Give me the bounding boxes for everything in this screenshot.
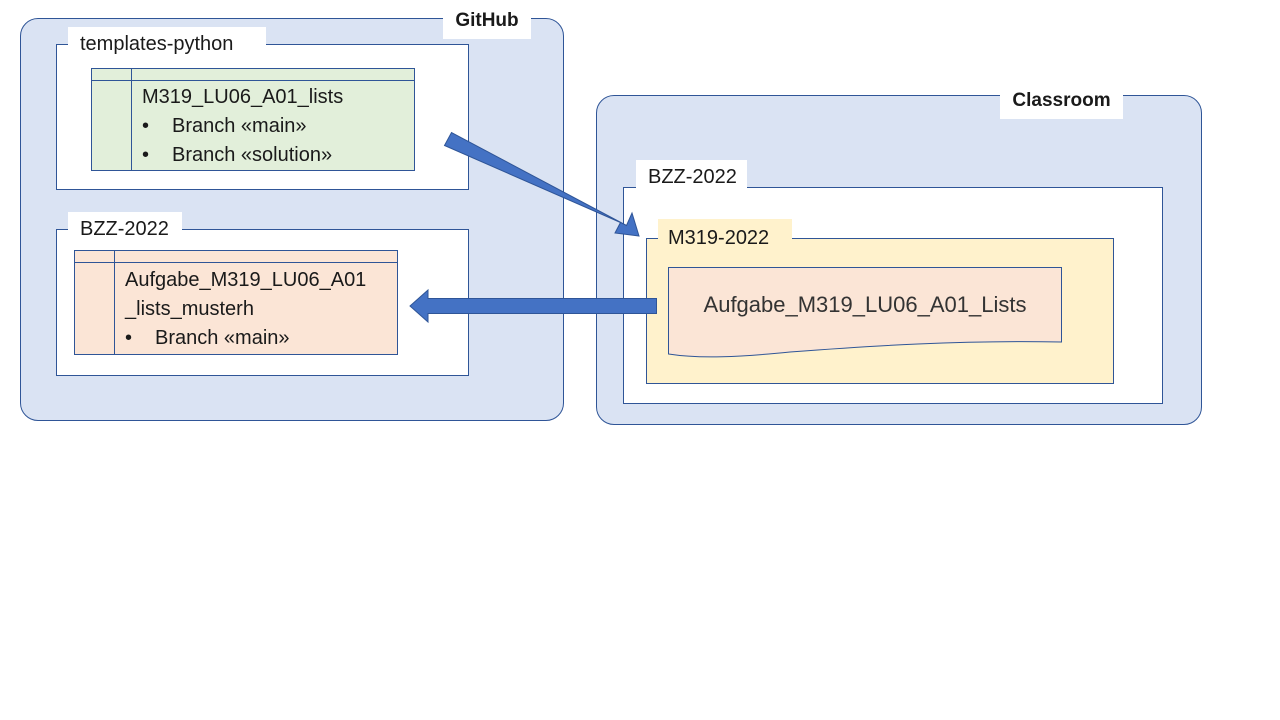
student-repo-name-line2: _lists_musterh bbox=[125, 298, 254, 320]
bullet: • bbox=[142, 115, 150, 137]
repo-card-side-strip bbox=[114, 251, 115, 354]
student-repo-name-line1: Aufgabe_M319_LU06_A01 bbox=[125, 269, 367, 291]
bullet: • bbox=[125, 327, 133, 349]
classroom-org-title: BZZ-2022 bbox=[636, 160, 747, 194]
branch-label: Branch «main» bbox=[172, 115, 307, 137]
template-to-classroom-arrow bbox=[443, 131, 640, 237]
branch-item: • Branch «main» bbox=[125, 324, 391, 353]
template-repo-text: M319_LU06_A01_lists • Branch «main» • Br… bbox=[142, 83, 408, 170]
repo-card-header-strip bbox=[75, 251, 397, 263]
github-title: GitHub bbox=[443, 7, 531, 39]
assignment-label: Aufgabe_M319_LU06_A01_Lists bbox=[703, 292, 1027, 317]
repo-card-side-strip bbox=[131, 69, 132, 170]
classroom-to-github-arrow bbox=[409, 288, 657, 324]
template-repo-card: M319_LU06_A01_lists • Branch «main» • Br… bbox=[91, 68, 415, 171]
template-repo-name: M319_LU06_A01_lists bbox=[142, 86, 344, 108]
bullet: • bbox=[142, 144, 150, 166]
class-org-title: BZZ-2022 bbox=[68, 212, 182, 246]
student-repo-card: Aufgabe_M319_LU06_A01 _lists_musterh • B… bbox=[74, 250, 398, 355]
student-repo-text: Aufgabe_M319_LU06_A01 _lists_musterh • B… bbox=[125, 266, 391, 353]
branch-label: Branch «solution» bbox=[172, 144, 333, 166]
repo-card-header-strip bbox=[92, 69, 414, 81]
branch-item: • Branch «main» bbox=[142, 112, 408, 141]
branch-item: • Branch «solution» bbox=[142, 141, 408, 170]
classroom-title: Classroom bbox=[1000, 85, 1123, 119]
assignment-document-shape bbox=[668, 267, 1062, 358]
branch-label: Branch «main» bbox=[155, 327, 290, 349]
course-title: M319-2022 bbox=[658, 219, 792, 255]
template-org-title: templates-python bbox=[68, 27, 266, 61]
